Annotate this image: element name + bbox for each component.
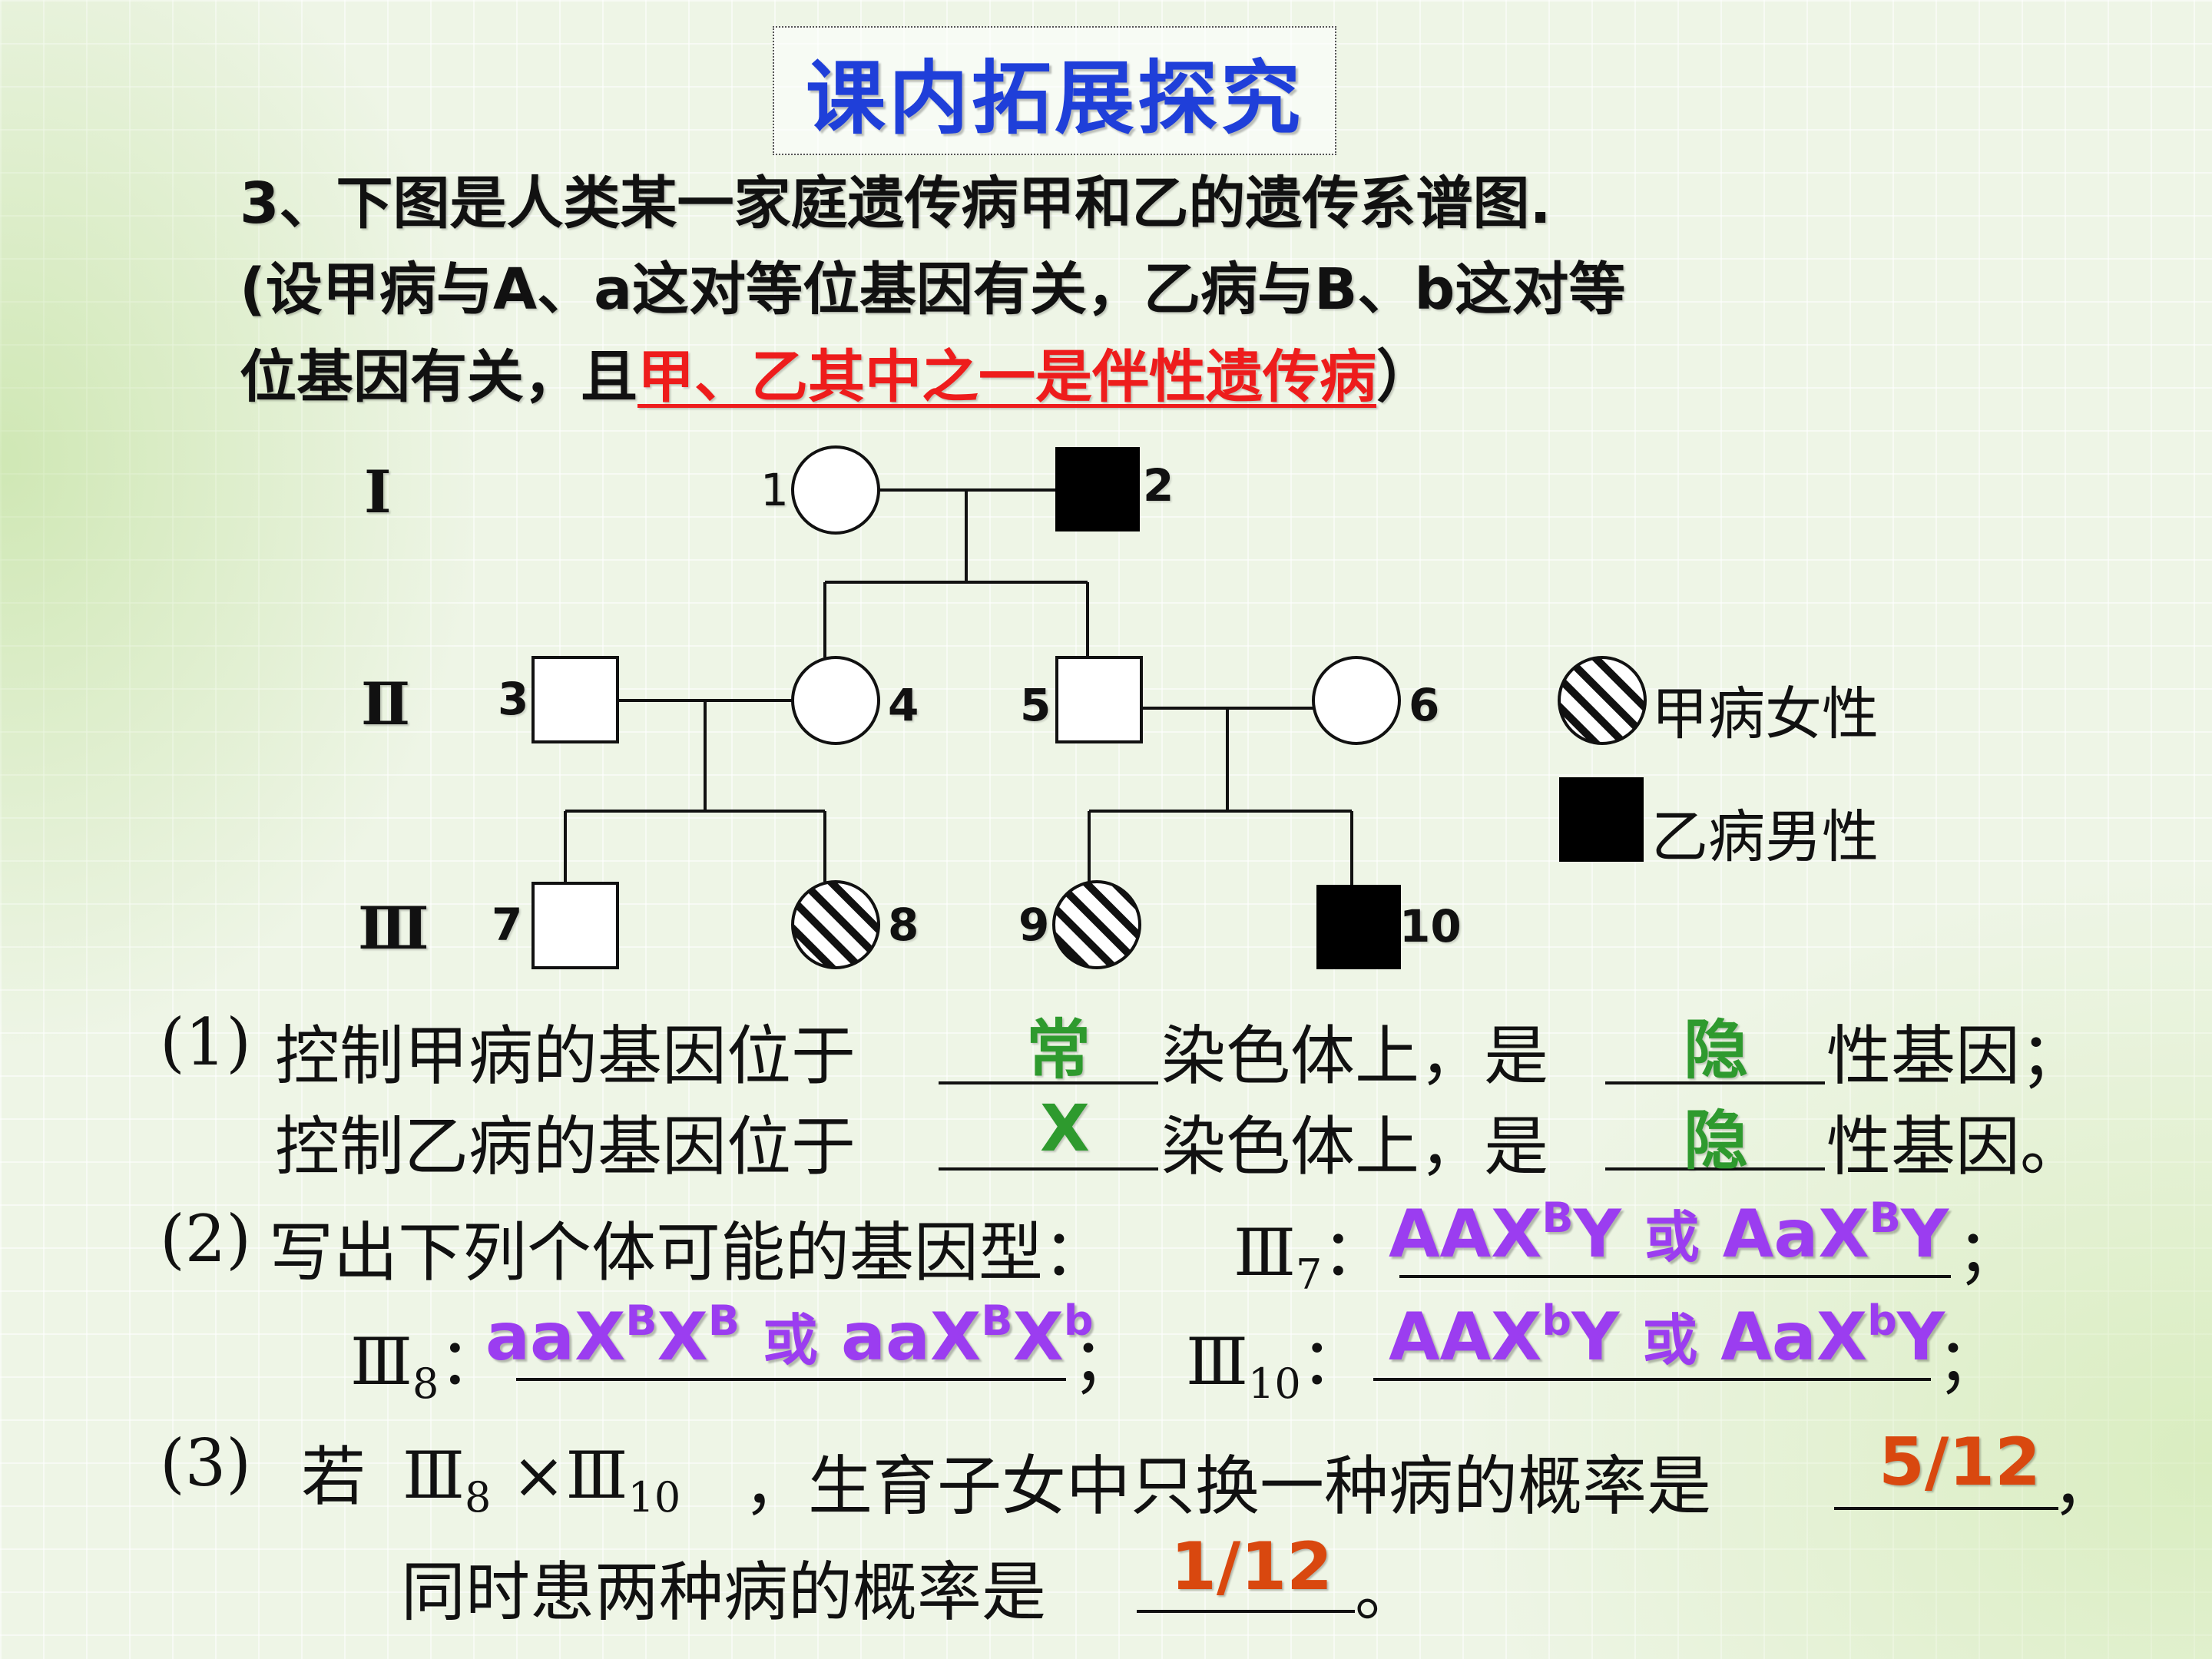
individual-5-male	[1055, 656, 1143, 743]
question-line-3: 位基因有关，且甲、乙其中之一是伴性遗传病）	[240, 349, 1433, 406]
individual-1-female	[791, 445, 880, 535]
label-individual-9: 9	[1018, 899, 1050, 951]
part-3-comma: ，	[2052, 1449, 2118, 1524]
answer-genotype-III-10: AAXbY 或 AaXbY	[1389, 1296, 1945, 1376]
label-individual-1: 1	[760, 464, 789, 516]
part-1-line-1-a: 控制甲病的基因位于	[275, 1018, 856, 1094]
question-line-3-prefix: 位基因有关，且	[240, 344, 637, 410]
individual-6-female	[1312, 656, 1401, 745]
part-1-line-2-c: 性基因。	[1826, 1109, 2085, 1184]
answer-genotype-III-8: aaXBXB 或 aaXBXb	[485, 1296, 1094, 1376]
part-2-label-III-8: Ⅲ8：	[350, 1324, 504, 1408]
title-box: 课内拓展探究	[773, 26, 1336, 155]
part-2-label-III-7: Ⅲ7：	[1233, 1215, 1387, 1299]
part-3-line-1-tail: ，生育子女中只换一种病的概率是	[743, 1449, 1712, 1524]
question-line-3-suffix: ）	[1376, 344, 1433, 410]
legend-filled-square-icon	[1559, 777, 1644, 862]
label-individual-5: 5	[1020, 679, 1051, 731]
part-1-line-1-b: 染色体上，是	[1161, 1018, 1549, 1094]
part-3-ruo: 若	[301, 1439, 366, 1515]
part-1-blank-1	[939, 1081, 1158, 1084]
label-individual-6: 6	[1409, 679, 1440, 731]
generation-label-I: Ⅰ	[364, 458, 392, 526]
legend-hatched-circle-icon	[1558, 656, 1647, 745]
label-individual-3: 3	[498, 673, 529, 725]
label-individual-10: 10	[1399, 900, 1462, 952]
label-individual-4: 4	[888, 679, 919, 731]
label-individual-7: 7	[492, 899, 523, 951]
generation-label-II: Ⅱ	[361, 670, 411, 738]
legend-label-disease-b-male: 乙病男性	[1651, 804, 1879, 870]
answer-chromosome-disease-b: X	[1040, 1091, 1090, 1166]
pedigree-lines	[564, 488, 1353, 885]
individual-3-male	[531, 656, 619, 743]
answer-probability-both-diseases: 1/12	[1171, 1528, 1333, 1605]
part-2-marker: (2)	[160, 1201, 251, 1277]
sex-linked-highlight: 甲、乙其中之一是伴性遗传病	[637, 344, 1376, 410]
answer-type-disease-a: 隐	[1684, 1012, 1749, 1088]
individual-9-affected-female	[1052, 880, 1141, 969]
label-individual-2: 2	[1143, 459, 1174, 512]
part-2-semicolon-1: ；	[1957, 1215, 2022, 1290]
part-1-line-2-a: 控制乙病的基因位于	[275, 1109, 856, 1184]
part-2-text: 写出下列个体可能的基因型：	[269, 1215, 1108, 1290]
individual-2-affected-male	[1055, 447, 1140, 531]
answer-probability-one-disease: 5/12	[1879, 1424, 2041, 1501]
part-3-line-2: 同时患两种病的概率是	[401, 1555, 1047, 1630]
individual-10-affected-male	[1316, 885, 1401, 969]
part-1-blank-3	[939, 1167, 1158, 1171]
question-line-2: (设甲病与A、a这对等位基因有关，乙病与B、b这对等	[240, 257, 1626, 323]
answer-type-disease-b: 隐	[1684, 1103, 1749, 1178]
legend-label-disease-a-female: 甲病女性	[1651, 681, 1879, 747]
part-2-blank-III-7	[1399, 1275, 1951, 1278]
question-line-1: 3、下图是人类某一家庭遗传病甲和乙的遗传系谱图.	[240, 171, 1551, 237]
part-2-blank-III-8	[516, 1378, 1066, 1381]
part-1-line-1-c: 性基因；	[1826, 1018, 2085, 1094]
individual-8-affected-female	[791, 880, 880, 969]
part-2-label-III-10: Ⅲ10：	[1186, 1324, 1366, 1408]
part-1-marker: (1)	[160, 1005, 251, 1080]
part-3-period: 。	[1355, 1555, 1420, 1630]
part-2-semicolon-2: ；	[1072, 1324, 1137, 1399]
answer-genotype-III-7: AAXBY 或 AaXBY	[1389, 1194, 1949, 1273]
individual-7-male	[531, 882, 619, 969]
part-1-blank-2	[1605, 1081, 1825, 1084]
page-title: 课内拓展探究	[805, 51, 1303, 145]
part-1-line-2-b: 染色体上，是	[1161, 1109, 1549, 1184]
individual-4-female	[791, 656, 880, 745]
part-3-blank-2	[1137, 1610, 1355, 1613]
part-3-cross: Ⅲ8 ×Ⅲ10	[402, 1438, 681, 1522]
part-3-marker: (3)	[160, 1426, 251, 1501]
part-1-blank-4	[1605, 1167, 1825, 1171]
part-2-blank-III-10	[1373, 1378, 1931, 1381]
part-3-blank-1	[1834, 1507, 2058, 1510]
label-individual-8: 8	[888, 899, 919, 951]
generation-label-III: Ⅲ	[358, 894, 429, 962]
answer-chromosome-disease-a: 常	[1026, 1012, 1091, 1088]
part-2-semicolon-3: ；	[1937, 1324, 2002, 1399]
